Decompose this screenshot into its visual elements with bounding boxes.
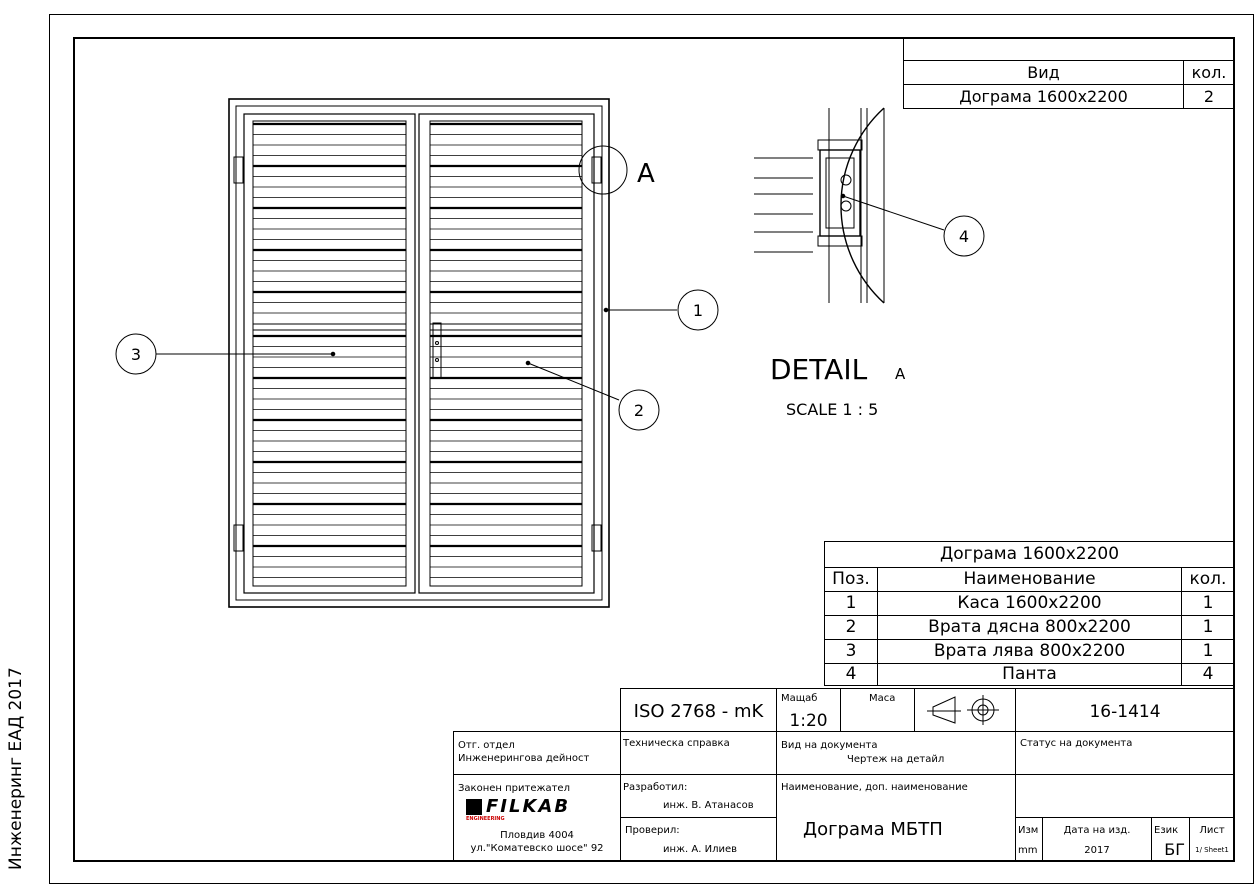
bom-cell-name: Врата дясна 800x2200 bbox=[877, 615, 1182, 640]
title-block-owner-cell: Законен притежател FILKAB ENGINEERING Пл… bbox=[453, 774, 621, 862]
table-row: 3 Врата лява 800x2200 1 bbox=[824, 639, 1235, 664]
balloon-2: 2 bbox=[634, 401, 644, 420]
title-block-name-cell: Наименование, доп. наименование Дограма … bbox=[776, 774, 1016, 862]
date-value: 2017 bbox=[1084, 845, 1110, 856]
doc-type-label: Вид на документа bbox=[781, 740, 878, 751]
title-block-tolerance-cell: ISO 2768 - mK bbox=[620, 688, 777, 732]
rev-label: Изм bbox=[1018, 825, 1039, 836]
title-block-doctype-cell: Вид на документа Чертеж на детайл bbox=[776, 731, 1016, 775]
title-block-techref-cell: Техническа справка bbox=[620, 731, 777, 775]
leader-lines bbox=[155, 193, 945, 401]
tech-ref-label: Техническа справка bbox=[623, 738, 730, 749]
bom-title: Дограма 1600x2200 bbox=[824, 541, 1235, 568]
detail-title: DETAIL bbox=[770, 353, 868, 386]
detail-callout-letter: A bbox=[637, 159, 655, 189]
designed-label: Разработил: bbox=[623, 782, 688, 793]
table-row: 4 Панта 4 bbox=[824, 663, 1235, 686]
title-block-blank-cell bbox=[1015, 774, 1235, 818]
address-line-1: Пловдив 4004 bbox=[500, 830, 574, 841]
top-table-cell-view: Дограма 1600x2200 bbox=[903, 84, 1184, 109]
bom-cell-qty: 1 bbox=[1181, 615, 1235, 640]
title-block-checked-cell: Проверил: инж. А. Илиев bbox=[620, 817, 777, 862]
mass-label: Маса bbox=[869, 693, 896, 704]
name-label: Наименование, доп. наименование bbox=[781, 782, 968, 793]
bom-header-name: Наименование bbox=[877, 567, 1182, 592]
bom-cell-name: Каса 1600x2200 bbox=[877, 591, 1182, 616]
detail-view bbox=[754, 107, 885, 304]
title-block-mass-cell: Маса bbox=[840, 688, 915, 732]
top-view-table: Вид кол. Дограма 1600x2200 2 bbox=[903, 60, 1235, 109]
bom-cell-qty: 1 bbox=[1181, 639, 1235, 664]
detail-scale: SCALE 1 : 5 bbox=[786, 400, 878, 419]
bom-cell-name: Панта bbox=[877, 663, 1182, 686]
balloon-4: 4 bbox=[959, 227, 969, 246]
designed-by: инж. В. Атанасов bbox=[663, 800, 754, 811]
sheet-value: 1/ Sheet1 bbox=[1195, 846, 1229, 854]
lang-value: БГ bbox=[1164, 840, 1185, 859]
sheet-label: Лист bbox=[1199, 825, 1225, 836]
drawing-number: 16-1414 bbox=[1089, 702, 1161, 722]
date-label: Дата на изд. bbox=[1063, 825, 1131, 836]
bom-cell-pos: 2 bbox=[824, 615, 878, 640]
title-block-scale-cell: Мащаб 1:20 bbox=[776, 688, 841, 732]
checked-by: инж. А. Илиев bbox=[663, 844, 738, 855]
doc-type-value: Чертеж на детайл bbox=[847, 754, 945, 765]
door-leaf-right bbox=[418, 113, 595, 594]
sheet-outer-border bbox=[49, 14, 1254, 884]
bom-cell-pos: 1 bbox=[824, 591, 878, 616]
bom-cell-qty: 4 bbox=[1181, 663, 1235, 686]
door-frame bbox=[228, 98, 610, 608]
projection-symbol-icon bbox=[927, 695, 999, 725]
title-block-rev-cell: Изм mm bbox=[1015, 817, 1043, 862]
bom-table: Дограма 1600x2200 Поз. Наименование кол.… bbox=[824, 541, 1235, 686]
doc-status-label: Статус на документа bbox=[1020, 738, 1133, 749]
table-row: 2 Врата дясна 800x2200 1 bbox=[824, 615, 1235, 640]
bom-cell-qty: 1 bbox=[1181, 591, 1235, 616]
logo-subtext: ENGINEERING bbox=[466, 816, 505, 822]
bom-cell-pos: 3 bbox=[824, 639, 878, 664]
logo-text: FILKAB bbox=[486, 796, 571, 817]
lang-label: Език bbox=[1154, 825, 1179, 836]
address-line-2: ул."Коматевско шосе" 92 bbox=[470, 843, 604, 854]
scale-label: Мащаб bbox=[781, 693, 818, 704]
title-block-dept-cell: Отг. отдел Инженерингова дейност bbox=[453, 731, 621, 775]
part-name: Дограма МБТП bbox=[803, 819, 943, 840]
bom-header-pos: Поз. bbox=[824, 567, 878, 592]
tolerance-value: ISO 2768 - mK bbox=[633, 701, 764, 722]
dept-label: Отг. отдел bbox=[458, 740, 515, 751]
title-block-sheet-cell: Лист 1/ Sheet1 bbox=[1189, 817, 1235, 862]
balloons bbox=[115, 215, 985, 431]
dept-value: Инженерингова дейност bbox=[458, 753, 590, 764]
checked-label: Проверил: bbox=[625, 825, 680, 836]
company-logo: FILKAB ENGINEERING bbox=[466, 796, 586, 822]
bom-cell-pos: 4 bbox=[824, 663, 878, 686]
title-block-designed-cell: Разработил: инж. В. Атанасов bbox=[620, 774, 777, 818]
title-block-date-cell: Дата на изд. 2017 bbox=[1042, 817, 1152, 862]
balloon-1: 1 bbox=[693, 301, 703, 320]
title-block-projection-cell bbox=[914, 688, 1016, 732]
logo-mark-icon bbox=[466, 799, 482, 815]
hinge-marks bbox=[233, 145, 628, 552]
door-handle bbox=[432, 322, 442, 379]
bom-header-qty: кол. bbox=[1181, 567, 1235, 592]
balloon-3: 3 bbox=[131, 345, 141, 364]
top-table-cell-qty: 2 bbox=[1183, 84, 1235, 109]
detail-title-suffix: A bbox=[895, 365, 906, 383]
title-block-lang-cell: Език БГ bbox=[1151, 817, 1190, 862]
owner-label: Законен притежател bbox=[458, 783, 570, 794]
door-slats bbox=[253, 122, 582, 578]
bom-cell-name: Врата лява 800x2200 bbox=[877, 639, 1182, 664]
table-row: 1 Каса 1600x2200 1 bbox=[824, 591, 1235, 616]
title-block-drawing-no-cell: 16-1414 bbox=[1015, 688, 1235, 732]
title-block-status-cell: Статус на документа bbox=[1015, 731, 1235, 775]
rev-value: mm bbox=[1018, 845, 1038, 856]
scale-value: 1:20 bbox=[789, 711, 828, 731]
